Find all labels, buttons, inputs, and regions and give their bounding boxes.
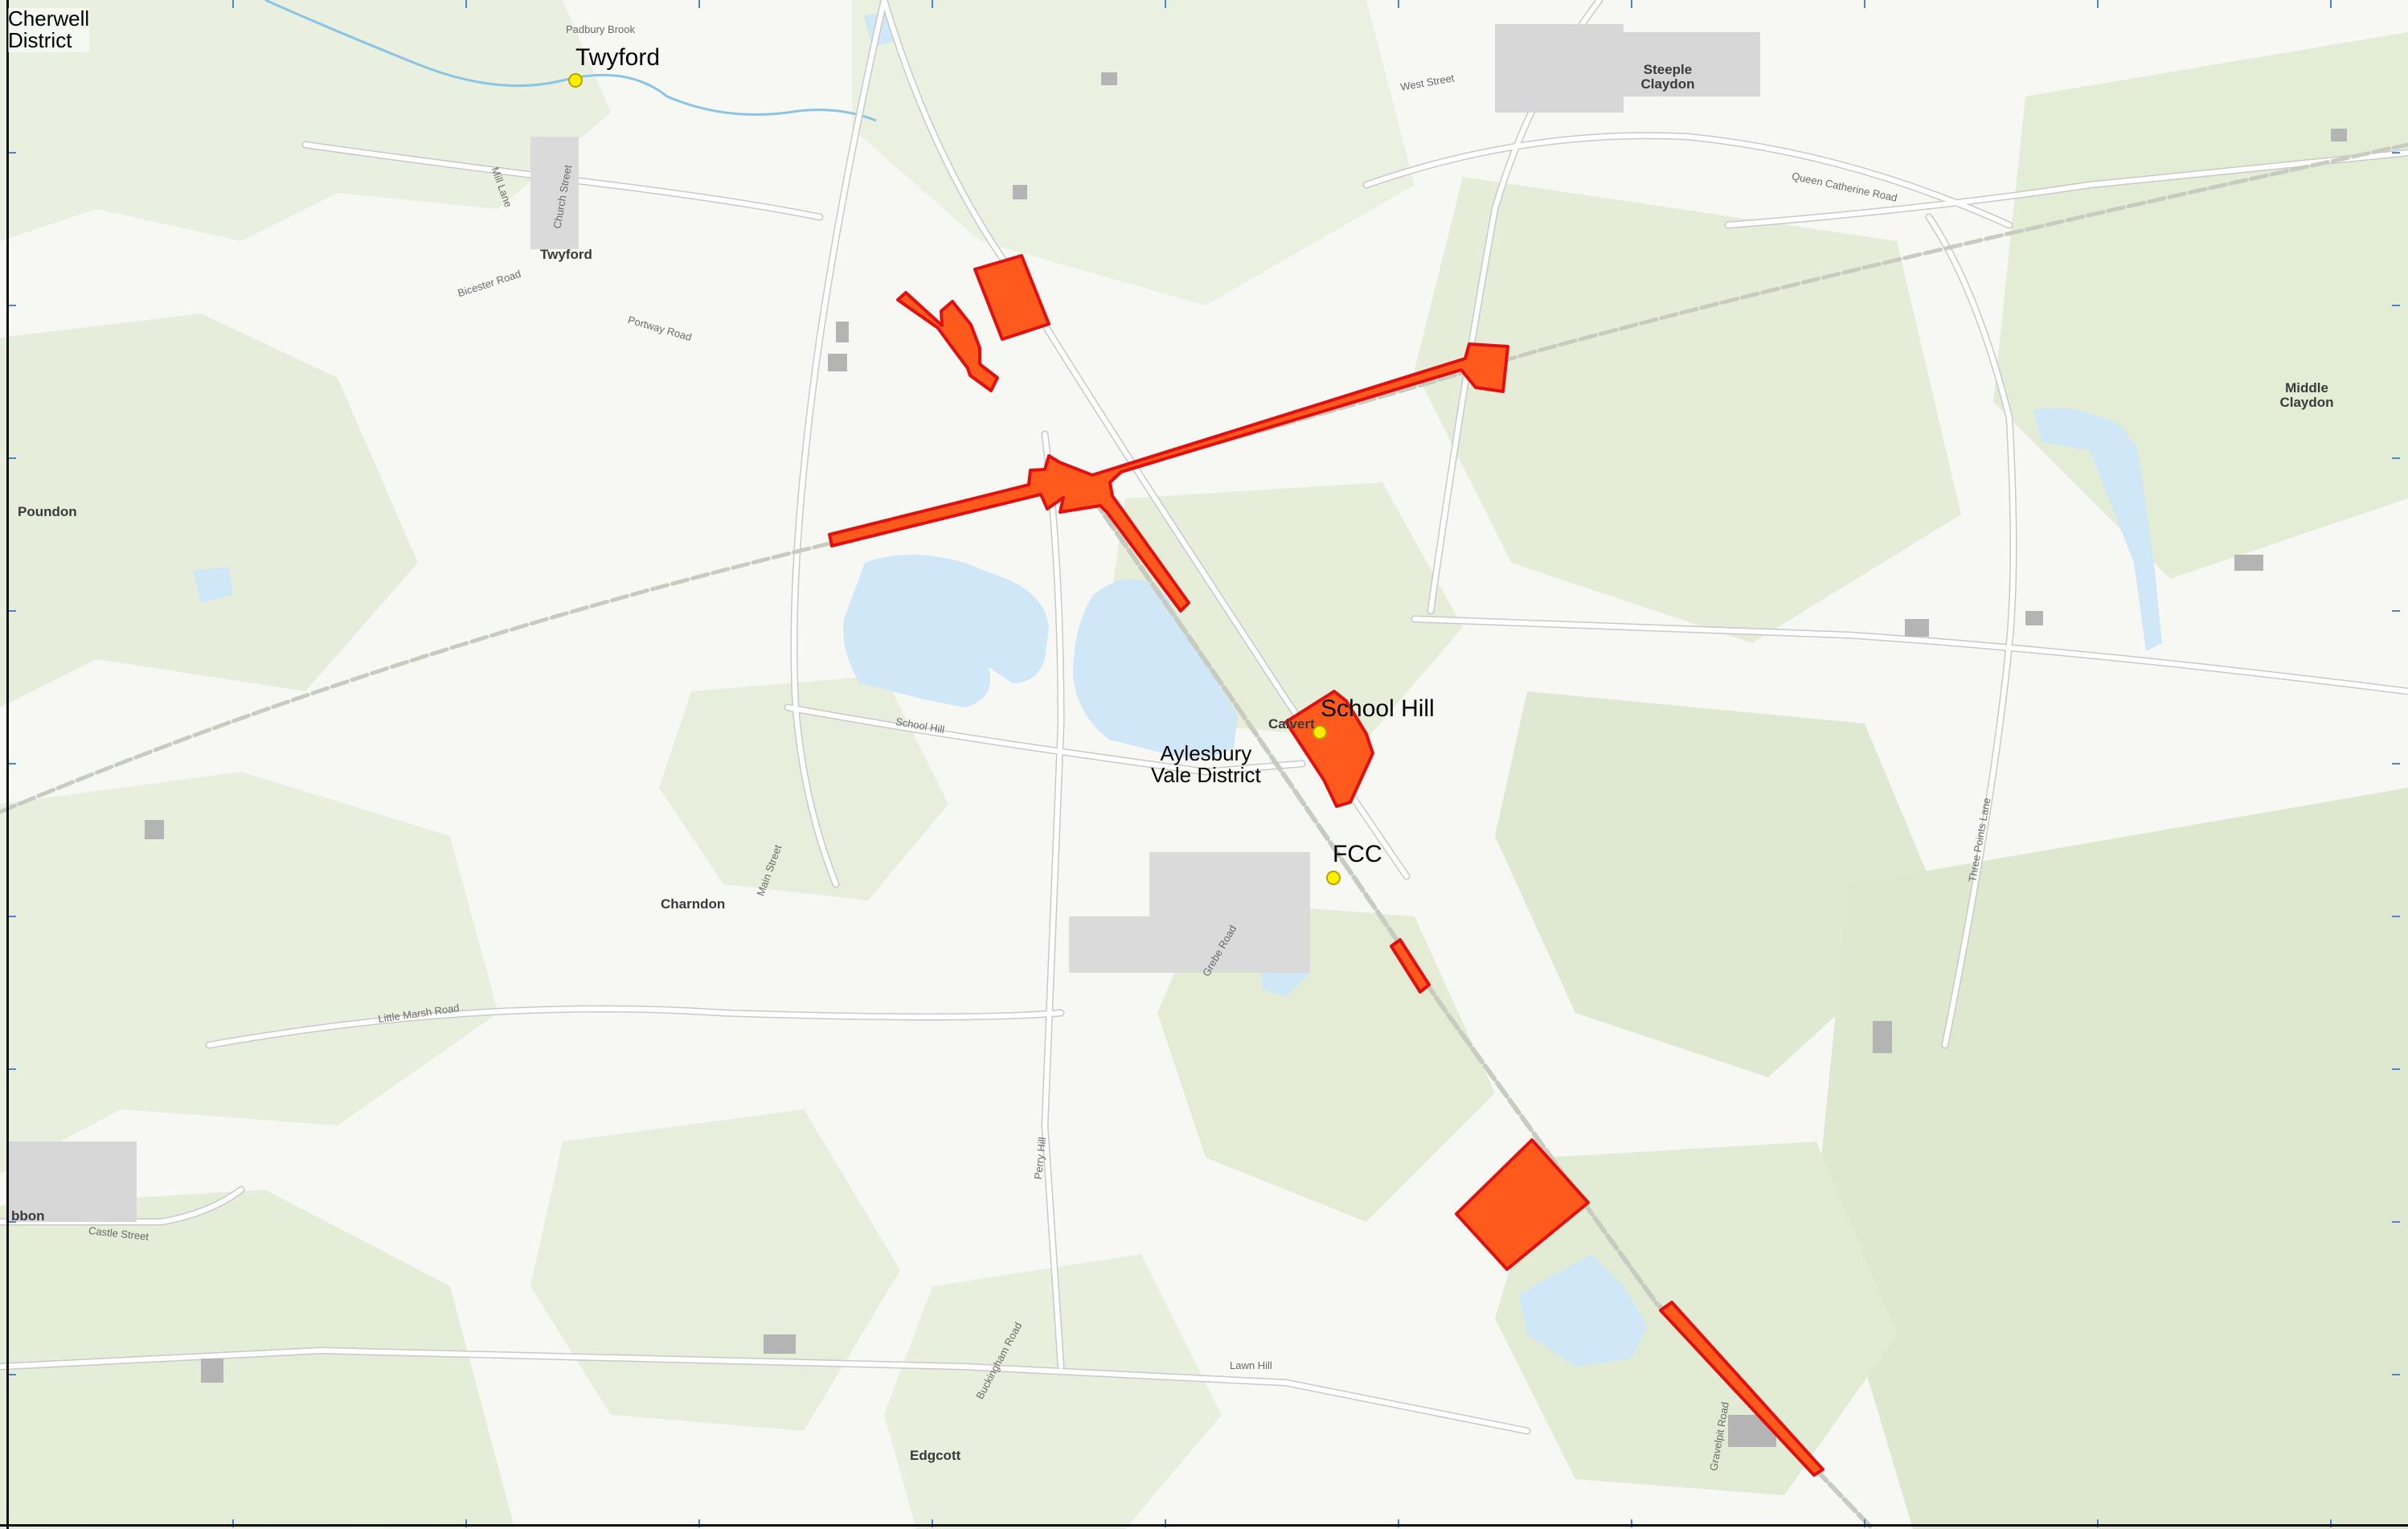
point-fcc (1326, 871, 1341, 885)
point-twyford (568, 73, 583, 88)
label-poi-school-hill: School Hill (1321, 695, 1435, 722)
place-label-marsh-gibbon: bbon (11, 1208, 45, 1224)
place-label-middle-claydon: Middle Claydon (2279, 380, 2334, 410)
lake-south (1519, 1254, 1648, 1367)
label-cherwell-district: Cherwell District (8, 6, 90, 53)
lake-claydon (2033, 408, 2162, 651)
point-markers (568, 73, 1341, 885)
label-aylesbury-vale-district: Aylesbury Vale District (1151, 741, 1261, 788)
site-poly-north-strip (896, 291, 999, 392)
site-poly-north-rect (973, 254, 1050, 341)
site-poly-southeast-strip (1659, 1301, 1824, 1477)
place-label-charndon: Charndon (661, 896, 726, 912)
label-poi-fcc: FCC (1333, 841, 1382, 867)
site-polygons (828, 254, 1824, 1477)
lake-east (1073, 579, 1238, 759)
site-poly-south-strip (1390, 938, 1431, 994)
place-label-steeple-claydon: Steeple Claydon (1640, 62, 1695, 92)
place-label-poundon: Poundon (18, 504, 77, 519)
road-label-lawn-hill: Lawn Hill (1230, 1359, 1272, 1371)
point-school-hill (1313, 725, 1327, 740)
padbury-brook (264, 0, 877, 122)
lake-west (843, 555, 1049, 707)
site-poly-south-square (1455, 1138, 1590, 1271)
place-label-twyford: Twyford (540, 247, 592, 262)
label-poi-twyford: Twyford (575, 44, 661, 71)
buildings-layer (8, 24, 2347, 1447)
site-poly-rail-corridor (828, 342, 1509, 613)
frame-left (6, 0, 9, 1529)
place-label-edgcott: Edgcott (910, 1448, 961, 1463)
road-label-padbury-brook: Padbury Brook (566, 23, 635, 35)
site-poly-school-hill (1284, 690, 1374, 808)
frame-bottom (0, 1524, 2408, 1527)
place-label-calvert: Calvert (1268, 716, 1315, 732)
